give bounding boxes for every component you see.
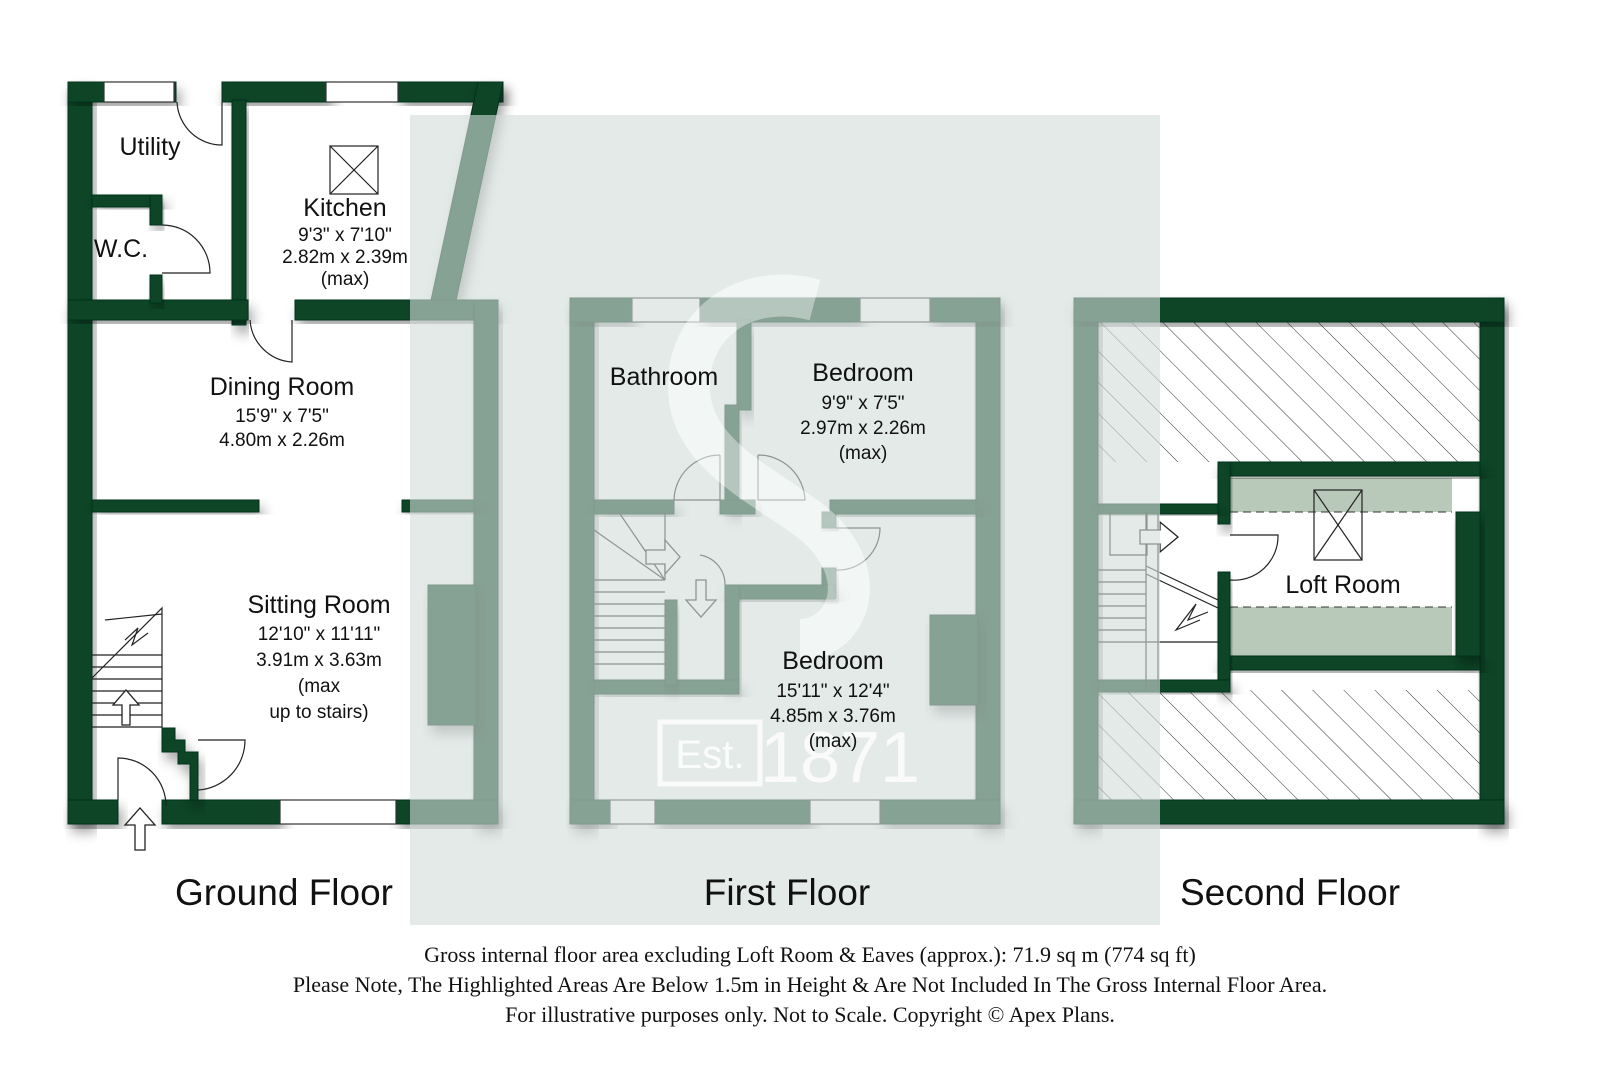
room-label-dining-room: Dining Room — [210, 373, 355, 401]
skylight-icon — [1313, 489, 1363, 561]
skylight-icon — [329, 145, 379, 195]
room-dim-note: (max) — [839, 443, 888, 464]
room-label-loft-room: Loft Room — [1285, 571, 1400, 599]
wall — [1217, 461, 1481, 477]
room-label-sitting-room: Sitting Room — [247, 591, 390, 619]
entrance-arrow-icon — [123, 807, 157, 851]
eaves-hatched-area — [1098, 322, 1480, 462]
footer-copyright: For illustrative purposes only. Not to S… — [505, 1002, 1115, 1027]
wall — [161, 799, 281, 825]
floor-label-second: Second Floor — [1180, 872, 1400, 913]
footer-area-note: Gross internal floor area excluding Loft… — [424, 942, 1196, 967]
wall — [91, 499, 260, 513]
room-dim-imperial: 15'11" x 12'4" — [776, 681, 889, 702]
room-label-bedroom: Bedroom — [812, 359, 913, 387]
wall — [221, 81, 331, 103]
up-arrow-icon — [111, 689, 141, 726]
stair-wall — [161, 727, 199, 801]
room-dim-note: (max — [298, 676, 341, 697]
room-dim-metric: 2.97m x 2.26m — [800, 418, 926, 439]
wall — [231, 99, 247, 326]
room-dim-imperial: 9'9" x 7'5" — [821, 393, 904, 414]
wall — [67, 799, 119, 825]
wall — [149, 274, 163, 304]
room-dim-metric: 4.80m x 2.26m — [219, 430, 345, 451]
wall — [1217, 461, 1231, 525]
room-label-wc: W.C. — [94, 235, 148, 263]
window — [103, 81, 175, 103]
floor-label-first: First Floor — [704, 872, 871, 913]
window — [279, 799, 397, 825]
watermark-est: Est. — [676, 733, 745, 777]
room-dim-metric: 3.91m x 3.63m — [256, 650, 382, 671]
room-label-bedroom: Bedroom — [782, 647, 883, 675]
wall — [67, 81, 93, 825]
room-dim-note: (max) — [809, 731, 858, 752]
room-dim-metric: 4.85m x 3.76m — [770, 706, 896, 727]
wall — [1479, 297, 1505, 825]
room-labels: Utility W.C. Kitchen 9'3" x 7'10" 2.82m … — [94, 133, 1401, 752]
watermark-year: 1871 — [760, 718, 920, 798]
wall — [1217, 655, 1481, 671]
footer-height-note: Please Note, The Highlighted Areas Are B… — [292, 972, 1328, 997]
room-label-utility: Utility — [119, 133, 181, 161]
room-dim-metric: 2.82m x 2.39m — [282, 247, 408, 268]
wall — [1217, 571, 1231, 691]
room-dim-imperial: 12'10" x 11'11" — [258, 624, 381, 645]
eaves-hatched-area — [1098, 690, 1480, 800]
room-label-kitchen: Kitchen — [303, 194, 386, 222]
room-dim-note: (max) — [321, 269, 370, 290]
room-label-bathroom: Bathroom — [610, 363, 718, 391]
floor-label-ground: Ground Floor — [175, 872, 393, 913]
watermark: Est. 1871 — [410, 115, 1160, 925]
room-dim-note: up to stairs) — [269, 702, 368, 723]
wall — [1455, 511, 1481, 657]
wall — [149, 194, 163, 226]
room-dim-imperial: 15'9" x 7'5" — [235, 406, 329, 427]
room-dim-imperial: 9'3" x 7'10" — [298, 225, 392, 246]
window — [325, 81, 399, 103]
